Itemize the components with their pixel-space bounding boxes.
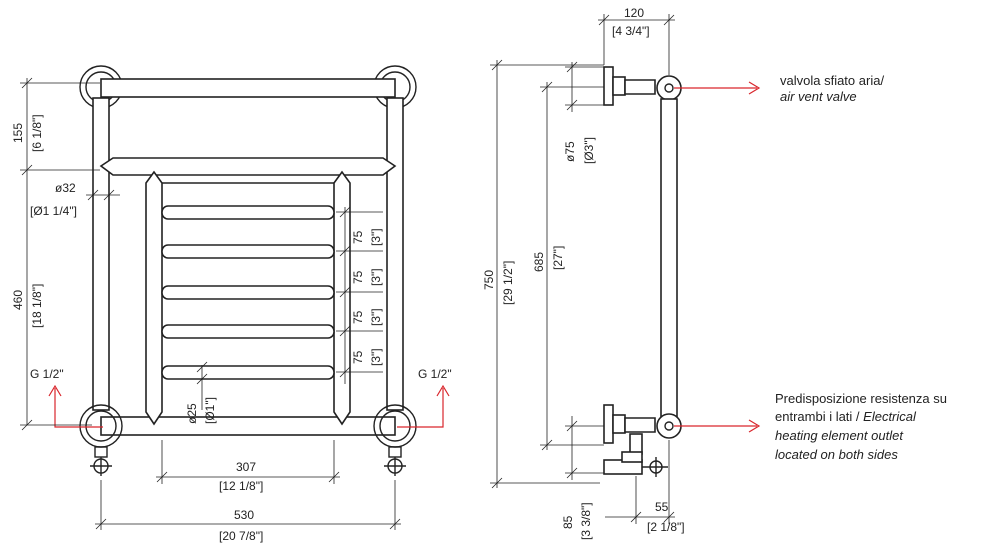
front-view: G 1/2" G 1/2" 155 [6 1/8"] 460 [18 1/8"]… — [11, 65, 452, 543]
side-valve — [603, 433, 668, 477]
heating-outlet-arrow — [674, 419, 761, 433]
air-vent-valve — [664, 83, 674, 93]
centre-height-inch: [27"] — [551, 246, 565, 270]
connection-right-label: G 1/2" — [418, 367, 452, 381]
right-post — [386, 97, 404, 411]
air-vent-note-line1: valvola sfiato aria/ — [780, 73, 884, 88]
heating-note-line4: located on both sides — [775, 447, 898, 462]
valve-drop-inch: [3 3/8"] — [579, 502, 593, 540]
rail-spacing-mm: 75 — [351, 230, 365, 244]
pipe-diameter-dimension: ø32 [Ø1 1/4"] — [30, 181, 120, 218]
inner-width-dimension: 307 [12 1/8"] — [156, 440, 340, 493]
bottom-wall-bracket — [612, 414, 626, 434]
upper-shelf-bar — [99, 157, 397, 176]
depth-inch: [4 3/4"] — [612, 24, 650, 38]
overall-width-dimension: 530 [20 7/8"] — [95, 480, 401, 543]
heating-note-line2: entrambi i lati / Electrical — [775, 409, 917, 424]
left-post — [92, 97, 110, 411]
rail-diameter-mm: ø25 — [185, 403, 199, 424]
flange-diameter-mm: ø75 — [563, 141, 577, 162]
rail-spacing-inch: [3"] — [369, 268, 383, 286]
lower-height-dimension: 460 [18 1/8"] — [11, 284, 92, 426]
inner-right-post — [333, 170, 351, 426]
top-arm — [624, 79, 656, 95]
inner-width-inch: [12 1/8"] — [219, 479, 263, 493]
bottom-rail — [100, 416, 396, 436]
inner-width-mm: 307 — [236, 460, 256, 474]
towel-rail — [161, 205, 335, 220]
towel-rail — [161, 285, 335, 300]
valve-drop-mm: 85 — [561, 515, 575, 529]
top-height-dimension: 155 [6 1/8"] — [11, 77, 100, 431]
overall-height-mm: 750 — [482, 270, 496, 290]
pipe-diameter-mm: ø32 — [55, 181, 76, 195]
side-view: valvola sfiato aria/ air vent valve Pred… — [482, 6, 947, 540]
pipe-diameter-inch: [Ø1 1/4"] — [30, 204, 77, 218]
valve-offset-dimension: 55 [2 1/8"] — [605, 440, 685, 534]
heating-note-line2-italic: Electrical — [863, 409, 917, 424]
rail-spacing-inch: [3"] — [369, 348, 383, 366]
bottom-wall-flange — [603, 404, 614, 444]
connection-left-label: G 1/2" — [30, 367, 64, 381]
towel-rail — [161, 244, 335, 259]
air-vent-arrow — [674, 81, 761, 95]
rail-spacing-inch: [3"] — [369, 228, 383, 246]
rail-spacing-mm: 75 — [351, 310, 365, 324]
rail-spacing-mm: 75 — [351, 270, 365, 284]
towel-rails — [161, 205, 335, 380]
top-height-inch: [6 1/8"] — [30, 114, 44, 152]
rail-spacing-dimension: 75 [3"] 75 [3"] 75 [3"] 75 [3"] — [336, 206, 383, 384]
right-valve — [384, 446, 406, 476]
overall-width-inch: [20 7/8"] — [219, 529, 263, 543]
inner-left-post — [145, 170, 163, 426]
top-height-mm: 155 — [11, 123, 25, 143]
rail-diameter-inch: [Ø1"] — [203, 397, 217, 424]
rail-spacing-inch: [3"] — [369, 308, 383, 326]
flange-diameter-inch: [Ø3"] — [582, 137, 596, 164]
overall-height-inch: [29 1/2"] — [501, 261, 515, 305]
towel-rail — [161, 365, 335, 380]
top-wall-bracket — [612, 76, 626, 96]
valve-offset-inch: [2 1/8"] — [647, 520, 685, 534]
heating-note-line1: Predisposizione resistenza su — [775, 391, 947, 406]
heating-note-line2-plain: entrambi i lati / — [775, 409, 863, 424]
left-valve — [90, 446, 112, 476]
valve-offset-mm: 55 — [655, 500, 669, 514]
centre-height-mm: 685 — [532, 252, 546, 272]
centre-height-dimension: 685 [27"] — [532, 81, 604, 451]
right-connection-arrow — [397, 384, 450, 428]
top-rail — [100, 78, 396, 98]
depth-mm: 120 — [624, 6, 644, 20]
overall-width-mm: 530 — [234, 508, 254, 522]
left-connection-arrow — [48, 384, 103, 428]
air-vent-note-line2: air vent valve — [780, 89, 857, 104]
side-vertical-pipe — [660, 98, 678, 418]
valve-drop-dimension: 85 [3 3/8"] — [561, 416, 604, 540]
rail-diameter-dimension: ø25 [Ø1"] — [185, 361, 217, 424]
flange-diameter-dimension: ø75 [Ø3"] — [563, 61, 604, 164]
bottom-arm — [624, 417, 656, 433]
lower-height-inch: [18 1/8"] — [30, 284, 44, 328]
top-wall-flange — [603, 66, 614, 106]
heating-element-outlet — [664, 421, 674, 431]
towel-rail — [161, 324, 335, 339]
depth-dimension: 120 [4 3/4"] — [598, 6, 675, 75]
overall-height-dimension: 750 [29 1/2"] — [482, 59, 604, 489]
rail-spacing-mm: 75 — [351, 350, 365, 364]
lower-height-mm: 460 — [11, 290, 25, 310]
heating-note-line3: heating element outlet — [775, 428, 904, 443]
